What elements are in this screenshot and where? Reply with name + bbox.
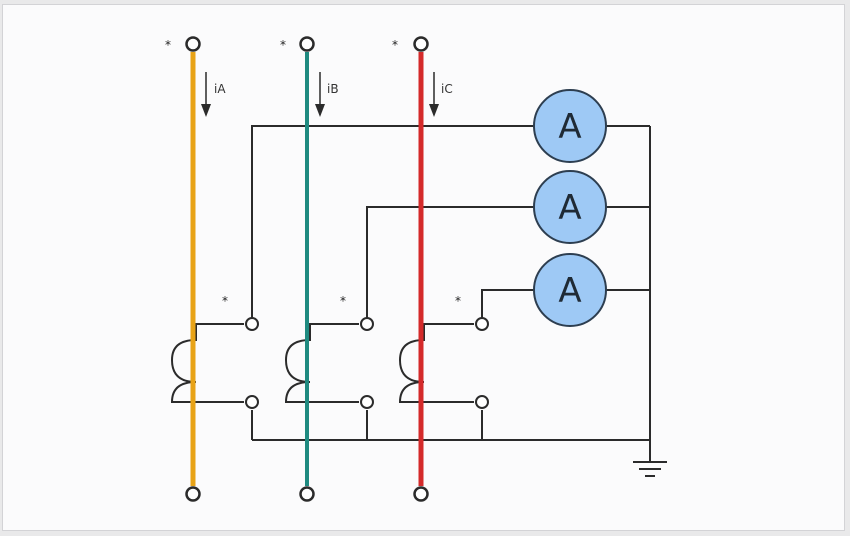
secondary-common-bus [251, 126, 651, 462]
ct-coil-a [170, 323, 244, 403]
ct-secondary-terminals [245, 317, 489, 409]
ammeter-1-label: A [558, 107, 581, 147]
ct-b-terminal-1 [360, 317, 374, 331]
ct-b-terminal-2 [360, 395, 374, 409]
terminal-b-bottom [299, 486, 315, 502]
terminal-a-top [185, 36, 201, 52]
current-arrow-a [201, 72, 211, 117]
ammeter-3: A [533, 253, 607, 327]
ct-coil-b [284, 323, 359, 403]
ct-c-terminal-2 [475, 395, 489, 409]
terminal-c-bottom [413, 486, 429, 502]
current-label-a: iA [214, 82, 226, 96]
current-arrow-c [429, 72, 439, 117]
ct-coil-c [398, 323, 474, 403]
ammeter-3-label: A [558, 271, 581, 311]
ammeter-2: A [533, 170, 607, 244]
current-arrow-b [315, 72, 325, 117]
ammeter-2-label: A [558, 188, 581, 228]
polarity-mark-a-primary: * [165, 38, 171, 52]
secondary-wire-a [251, 125, 650, 318]
current-arrows [201, 72, 439, 117]
polarity-mark-c-secondary: * [455, 294, 461, 308]
polarity-mark-b-secondary: * [340, 294, 346, 308]
primary-terminals [185, 36, 429, 502]
terminal-c-top [413, 36, 429, 52]
secondary-wire-b [366, 206, 650, 318]
current-label-c: iC [441, 82, 453, 96]
ct-c-terminal-1 [475, 317, 489, 331]
ground-symbol [633, 461, 667, 477]
polarity-mark-a-secondary: * [222, 294, 228, 308]
ct-a-terminal-1 [245, 317, 259, 331]
polarity-mark-b-primary: * [280, 38, 286, 52]
ct-a-terminal-2 [245, 395, 259, 409]
ammeter-1: A [533, 89, 607, 163]
secondary-wire-c [481, 289, 650, 318]
terminal-a-bottom [185, 486, 201, 502]
terminal-b-top [299, 36, 315, 52]
polarity-mark-c-primary: * [392, 38, 398, 52]
current-label-b: iB [327, 82, 339, 96]
